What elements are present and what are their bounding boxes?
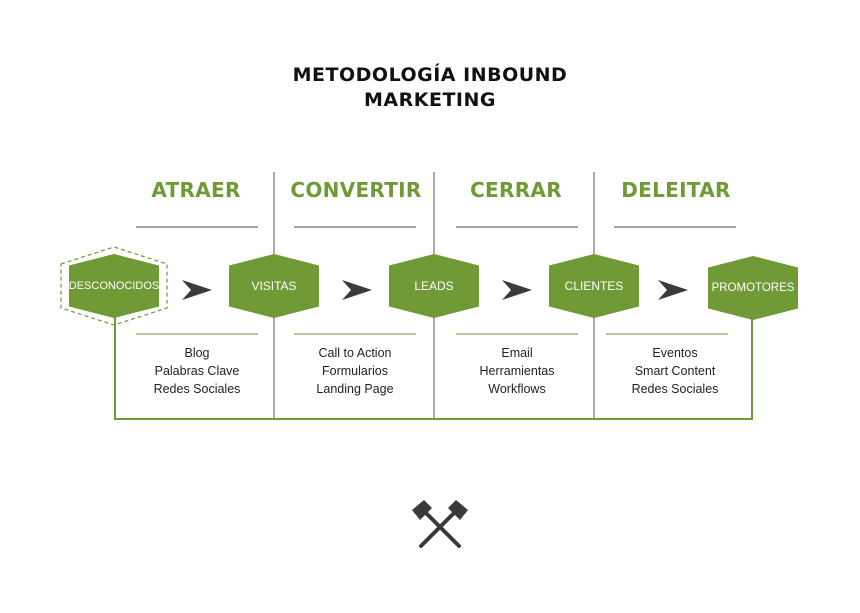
node-leads: LEADS bbox=[389, 254, 479, 318]
stage-heading-deleitar: DELEITAR bbox=[621, 178, 731, 202]
arrow-right-icon bbox=[502, 280, 532, 300]
axe-heads bbox=[412, 500, 468, 520]
tactic-item: Landing Page bbox=[316, 382, 394, 396]
tactic-item: Smart Content bbox=[634, 364, 716, 378]
node-desconocidos: DESCONOCIDOS bbox=[69, 254, 159, 318]
stage-heading-atraer: ATRAER bbox=[151, 178, 241, 202]
dashed-hex-outline bbox=[60, 246, 168, 326]
node-promotores: PROMOTORES bbox=[708, 256, 798, 320]
tactic-item: Eventos bbox=[652, 346, 698, 360]
tactic-list-atraer: Blog Palabras Clave Redes Sociales bbox=[117, 346, 277, 400]
node-label: LEADS bbox=[414, 279, 454, 293]
tactic-item: Email bbox=[501, 346, 533, 360]
stage-heading-cerrar: CERRAR bbox=[470, 178, 562, 202]
arrow-right-icon bbox=[182, 280, 212, 300]
node-label: VISITAS bbox=[251, 279, 297, 293]
tactic-item: Redes Sociales bbox=[631, 382, 719, 396]
tactic-list-cerrar: Email Herramientas Workflows bbox=[437, 346, 597, 400]
arrow-right-icon bbox=[342, 280, 372, 300]
node-label: DESCONOCIDOS bbox=[68, 280, 160, 292]
tactic-list-deleitar: Eventos Smart Content Redes Sociales bbox=[595, 346, 755, 400]
node-label: PROMOTORES bbox=[711, 282, 795, 294]
tactic-list-convertir: Call to Action Formularios Landing Page bbox=[275, 346, 435, 400]
node-visitas: VISITAS bbox=[229, 254, 319, 318]
tactic-item: Formularios bbox=[322, 364, 388, 378]
tactic-item: Blog bbox=[184, 346, 210, 360]
tactic-item: Call to Action bbox=[318, 346, 392, 360]
tactic-item: Herramientas bbox=[479, 364, 555, 378]
diagram-title-line-1: METODOLOGÍA INBOUND bbox=[292, 64, 568, 86]
diagram-title-line-2: MARKETING bbox=[364, 89, 496, 111]
tactic-item: Redes Sociales bbox=[153, 382, 241, 396]
crossed-axes-icon bbox=[419, 506, 461, 548]
stage-heading-convertir: CONVERTIR bbox=[290, 178, 422, 202]
arrow-right-icon bbox=[658, 280, 688, 300]
bracket-line bbox=[114, 312, 753, 420]
node-clientes: CLIENTES bbox=[549, 254, 639, 318]
node-label: CLIENTES bbox=[564, 279, 624, 293]
tactic-item: Workflows bbox=[488, 382, 546, 396]
tactic-item: Palabras Clave bbox=[154, 364, 240, 378]
